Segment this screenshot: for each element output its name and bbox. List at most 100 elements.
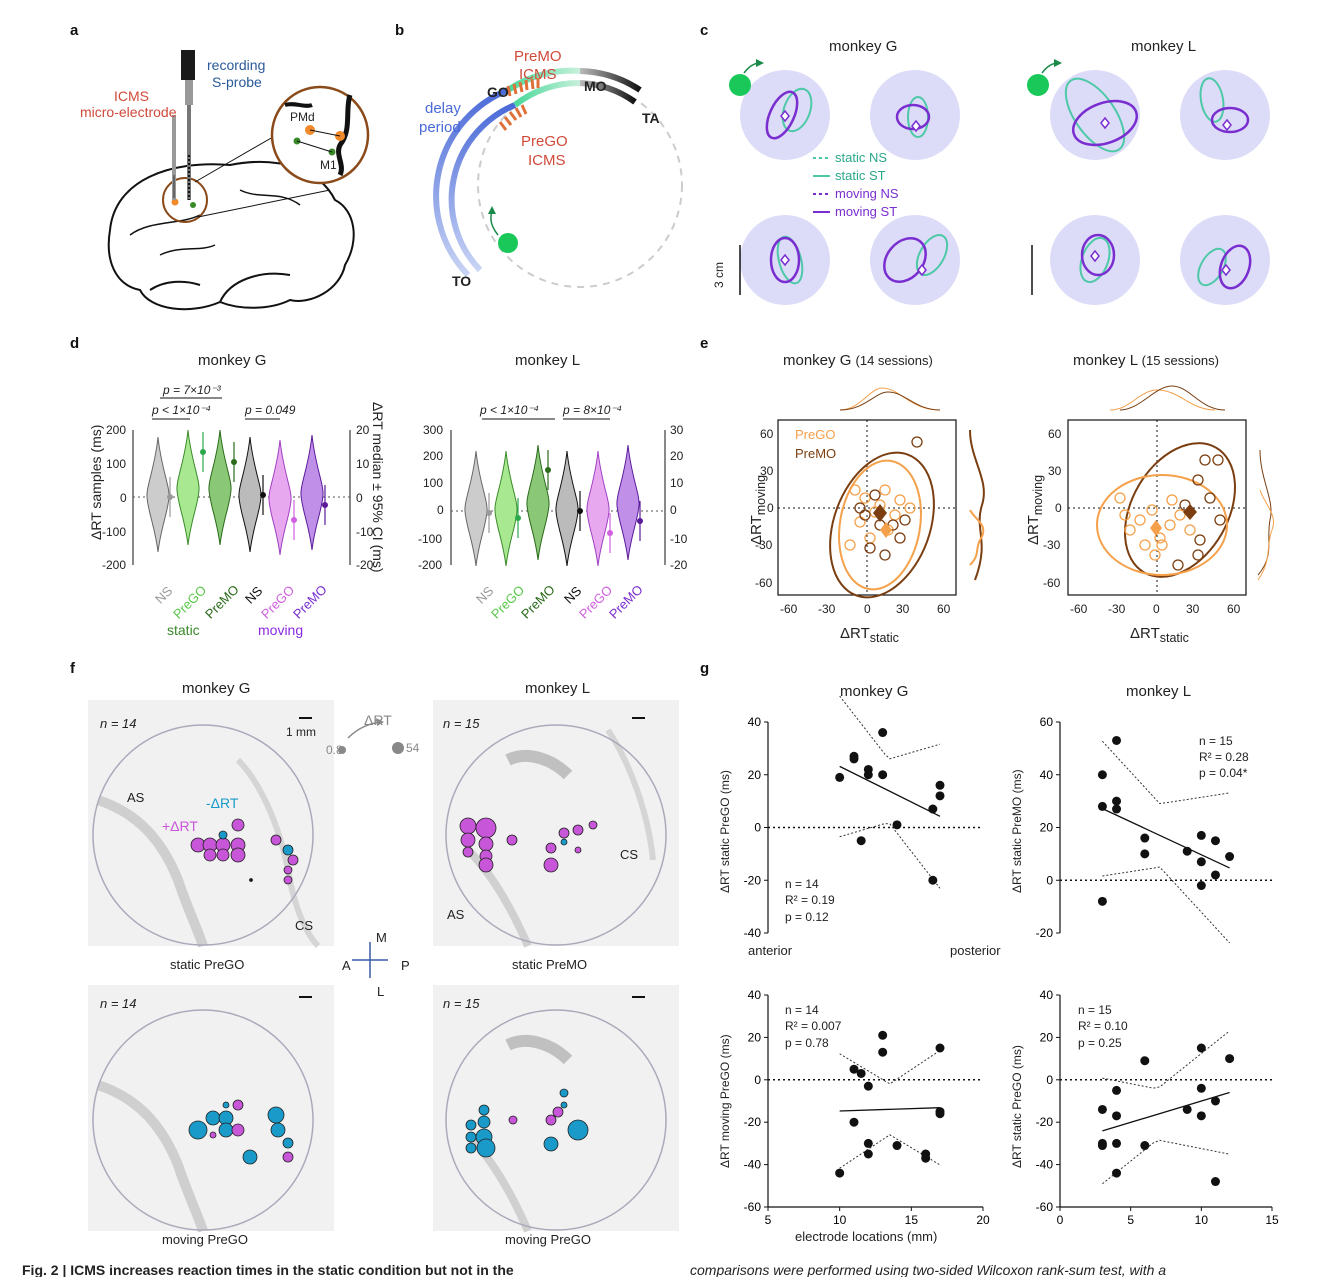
data-point: [1140, 849, 1150, 859]
panel-letter-e: e: [700, 335, 709, 352]
data-point: [1112, 1085, 1122, 1095]
data-point: [1225, 1054, 1235, 1064]
panel-e-title-g: monkey G (14 sessions): [783, 352, 933, 369]
y-tick-label: 20: [1040, 1030, 1054, 1044]
median-marker: [291, 517, 297, 523]
d-tick: -100: [102, 525, 127, 539]
f-minus-drt: -ΔRT: [206, 795, 239, 811]
d-tick: 0: [670, 503, 677, 517]
data-point: [1112, 796, 1122, 806]
violin: [464, 450, 488, 567]
median-marker: [515, 515, 521, 521]
x-tick-label: 15: [1265, 1213, 1279, 1227]
regression-line: [1102, 1091, 1230, 1132]
y-tick-label: 20: [748, 1030, 762, 1044]
e-tick: -60: [1043, 576, 1061, 590]
y-tick-label: 60: [1040, 715, 1054, 729]
e-xlabel-l: ΔRTstatic: [1130, 625, 1189, 645]
y-tick-label: -60: [744, 1200, 762, 1214]
panel-letter-a: a: [70, 22, 79, 39]
median-marker: [637, 518, 643, 524]
y-tick-label: -20: [744, 873, 762, 887]
data-point: [1196, 1083, 1206, 1093]
to-label: TO: [452, 273, 472, 289]
x-tick-label: 10: [833, 1213, 847, 1227]
data-point: [1140, 1056, 1150, 1066]
data-point: [849, 751, 859, 761]
d-tick: 300: [423, 423, 444, 437]
g-stat-bl-p: p = 0.78: [785, 1036, 829, 1050]
premo-label-1: PreMO: [514, 48, 562, 65]
ta-label: TA: [642, 110, 660, 126]
ci-lower: [839, 1134, 941, 1169]
data-point: [928, 875, 938, 885]
f-compass-l: L: [377, 984, 385, 999]
f-n-bl: n = 14: [100, 996, 137, 1011]
e-tick: 30: [1048, 464, 1062, 478]
d-tick: -20: [670, 558, 688, 572]
f-compass-m: M: [376, 930, 387, 945]
y-tick-label: -40: [744, 1158, 762, 1172]
e-legend-premo: PreMO: [795, 446, 837, 461]
e-tick: 60: [1227, 602, 1241, 616]
e-tick: 0: [1055, 501, 1062, 515]
d-tick: 10: [670, 476, 684, 490]
y-tick-label: 20: [1040, 821, 1054, 835]
data-point: [1097, 770, 1107, 780]
g-stat-br-p: p = 0.25: [1078, 1036, 1122, 1050]
data-point: [1196, 857, 1206, 867]
d-tick: 30: [670, 423, 684, 437]
violin: [238, 436, 262, 553]
regression-line: [839, 1107, 941, 1112]
f-n-tr: n = 15: [443, 716, 480, 731]
legend-static-ns: static NS: [835, 150, 888, 165]
d-tick: 0: [437, 503, 444, 517]
data-point: [1196, 830, 1206, 840]
e-tick: 30: [896, 602, 910, 616]
data-point: [863, 1149, 873, 1159]
data-point: [935, 1109, 945, 1119]
icms-label-1: ICMS: [114, 88, 149, 104]
violin: [555, 450, 579, 567]
g-stat-tl-r2: R² = 0.19: [785, 893, 835, 907]
d-tick: 20: [670, 449, 684, 463]
f-drt-label: ΔRT: [364, 712, 392, 728]
f-scale-1mm: 1 mm: [286, 725, 316, 739]
y-tick-label: 0: [754, 1073, 761, 1087]
panel-letter-c: c: [700, 22, 709, 39]
regression-line: [839, 765, 941, 817]
d-tick: -100: [418, 532, 443, 546]
g-xlabel: electrode locations (mm): [795, 1229, 938, 1244]
data-point: [1210, 1177, 1220, 1187]
ci-lower: [1102, 866, 1230, 944]
regression-line: [1102, 808, 1230, 869]
f-compass-p: P: [401, 958, 410, 973]
d-tick: 200: [106, 423, 127, 437]
data-point: [1097, 1138, 1107, 1148]
delay-label-2: period: [419, 119, 461, 136]
data-point: [1112, 804, 1122, 814]
e-tick: 60: [1048, 427, 1062, 441]
y-tick-label: 40: [748, 988, 762, 1002]
data-point: [849, 1117, 859, 1127]
d-tick: 100: [423, 476, 444, 490]
d-tick: -10: [670, 532, 688, 546]
prego-label-2: ICMS: [528, 152, 566, 169]
f-caption-tl: static PreGO: [170, 957, 245, 972]
violin: [526, 444, 550, 561]
figure-caption: Fig. 2 | ICMS increases reaction times i…: [0, 1262, 1325, 1277]
data-point: [1196, 881, 1206, 891]
d-tick: -20: [356, 558, 374, 572]
prego-label-1: PreGO: [521, 133, 568, 150]
p-g3: p = 0.049: [245, 403, 296, 417]
y-tick-label: 0: [1046, 873, 1053, 887]
data-point: [1196, 1043, 1206, 1053]
data-point: [1182, 846, 1192, 856]
data-point: [935, 1043, 945, 1053]
premo-label-2: ICMS: [519, 66, 557, 83]
median-marker: [577, 508, 583, 514]
e-xlabel-g-sub: static: [869, 631, 899, 645]
m1-label: M1: [320, 158, 337, 172]
panel-letter-g: g: [700, 660, 710, 677]
panel-e-scatter: [777, 385, 1274, 599]
